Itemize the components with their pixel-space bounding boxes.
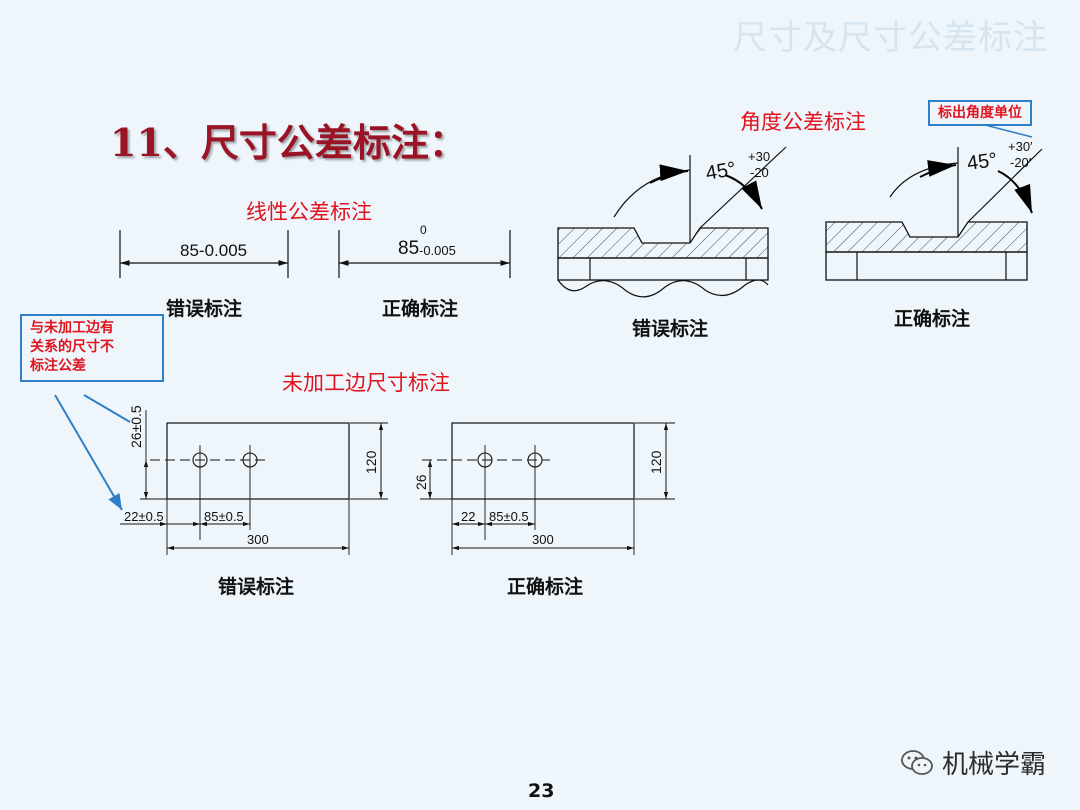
main-heading: 11、尺寸公差标注： [110,120,467,165]
unmachined-diagrams: 26±0.5 120 22±0.5 85±0.5 300 26 120 [54,394,675,555]
linear-right-caption: 正确标注 [382,298,459,320]
angle-wrong-caption: 错误标注 [632,318,709,340]
unmachined-wrong-diagram: 26±0.5 120 22±0.5 85±0.5 300 [120,405,388,555]
right-height-dim: 120 [648,450,664,474]
right-total-dim: 300 [532,532,554,547]
linear-wrong-diagram: 85-0.005 [119,230,289,278]
angle-unit-callout: 标出角度单位 [928,100,1032,126]
unmachined-right-diagram: 26 120 22 85±0.5 300 [413,422,675,555]
wrong-height-dim: 120 [363,450,379,474]
linear-right-dim-upper: 0 [420,223,427,237]
unmachined-callout: 与未加工边有 关系的尺寸不 标注公差 [20,314,164,382]
watermark-text: 机械学霸 [941,750,1046,780]
angle-right-diagram: 45° +30′ -20′ [825,139,1043,281]
right-h-dim1: 22 [461,509,475,524]
angle-right-caption: 正确标注 [894,308,971,330]
linear-wrong-caption: 错误标注 [166,298,243,320]
unmachined-right-caption: 正确标注 [507,576,584,598]
angle-wrong-upper: +30 [748,149,770,164]
linear-right-dim-lower: -0.005 [419,243,456,258]
linear-dim-diagrams: 85-0.005 85 0 -0.005 [119,223,511,278]
linear-section-title: 线性公差标注 [246,200,372,224]
angle-wrong-lower: -20 [750,165,769,180]
linear-wrong-dim-text: 85-0.005 [180,241,247,260]
page-number: 23 [528,780,555,802]
angle-right-upper: +30′ [1008,139,1033,154]
callout-line-3: 标注公差 [30,358,86,374]
linear-right-diagram: 85 0 -0.005 [338,223,511,278]
callout-line-1: 与未加工边有 [30,320,114,336]
wrong-h-dim2: 85±0.5 [204,509,244,524]
wrong-total-dim: 300 [247,532,269,547]
header-title: 尺寸及尺寸公差标注 [733,18,1048,58]
linear-right-dim-base: 85 [398,238,419,259]
angle-section-title: 角度公差标注 [740,110,866,134]
right-v-dim: 26 [413,474,429,490]
angle-wrong-value: 45° [704,158,738,185]
right-h-dim2: 85±0.5 [489,509,529,524]
wrong-v-dim: 26±0.5 [128,405,144,448]
unmachined-section-title: 未加工边尺寸标注 [282,371,450,395]
wrong-h-dim1: 22±0.5 [124,509,164,524]
wechat-icon [901,749,933,775]
unmachined-wrong-caption: 错误标注 [218,576,295,598]
angle-right-lower: -20′ [1010,155,1032,170]
angle-diagrams: 45° +30 -20 45° +30′ -20′ [557,125,1043,298]
watermark: 机械学霸 [900,744,1046,781]
callout-line-2: 关系的尺寸不 [30,339,114,355]
angle-wrong-diagram: 45° +30 -20 [557,146,787,298]
angle-right-value: 45° [966,149,999,175]
